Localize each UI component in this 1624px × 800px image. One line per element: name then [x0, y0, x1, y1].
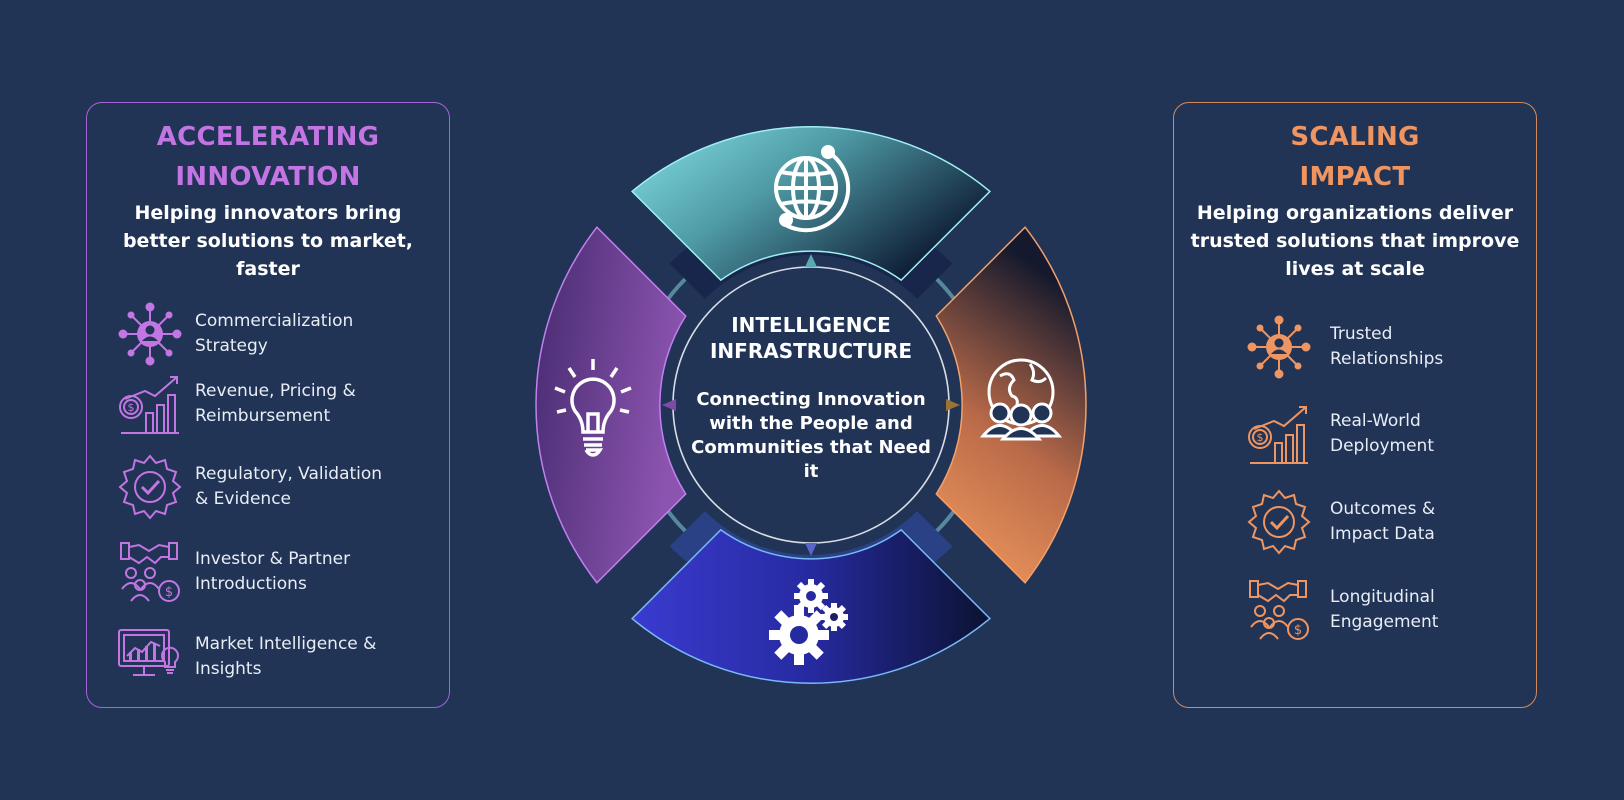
panel-title: SCALING IMPACT	[1290, 122, 1420, 192]
lightbulb-icon	[554, 359, 632, 457]
gears-icon	[769, 579, 848, 665]
list-item: Revenue, Pricing & Reimbursement	[115, 369, 356, 439]
item-label: Investor & Partner Introductions	[195, 549, 351, 594]
panel-subtitle: Helping innovators bring better solution…	[122, 202, 414, 280]
list-item: Longitudinal Engagement	[1244, 575, 1438, 645]
list-item: Market Intelligence & Insights	[115, 622, 376, 692]
panel-subtitle: Helping organizations deliver trusted so…	[1190, 202, 1520, 280]
arrow-up-icon	[805, 254, 817, 267]
arrow-right-icon	[946, 399, 960, 411]
list-item: Investor & Partner Introductions	[115, 537, 350, 607]
list-item: Trusted Relationships	[1244, 312, 1443, 382]
list-item: Regulatory, Validation & Evidence	[115, 452, 382, 522]
globe-icon	[774, 145, 851, 233]
item-label: Revenue, Pricing & Reimbursement	[195, 381, 356, 426]
item-label: Longitudinal Engagement	[1330, 587, 1439, 632]
center-subtitle: Connecting Innovation with the People an…	[691, 389, 931, 482]
arrow-left-icon	[662, 399, 676, 411]
item-label: Trusted Relationships	[1330, 324, 1444, 369]
list-item: Commercialization Strategy	[115, 299, 353, 369]
item-label: Commercialization Strategy	[195, 311, 354, 356]
item-label: Regulatory, Validation & Evidence	[195, 464, 383, 509]
list-item: Real-World Deployment	[1244, 399, 1434, 469]
item-label: Real-World Deployment	[1330, 411, 1434, 456]
segment-right	[935, 226, 1087, 584]
segment-left	[535, 226, 687, 584]
list-item: Outcomes & Impact Data	[1244, 487, 1435, 557]
center-title: INTELLIGENCE INFRASTRUCTURE	[709, 313, 913, 363]
connector-arrows	[662, 254, 960, 556]
accelerating-innovation-panel: ACCELERATING INNOVATION Helping innovato…	[86, 102, 450, 708]
world-community-icon	[979, 358, 1063, 441]
scaling-impact-panel: SCALING IMPACT Helping organizations del…	[1173, 102, 1537, 708]
center-disc	[661, 255, 961, 555]
item-label: Market Intelligence & Insights	[195, 634, 377, 679]
item-label: Outcomes & Impact Data	[1330, 499, 1436, 544]
panel-title: ACCELERATING INNOVATION	[156, 122, 380, 192]
arrow-down-icon	[805, 543, 817, 556]
